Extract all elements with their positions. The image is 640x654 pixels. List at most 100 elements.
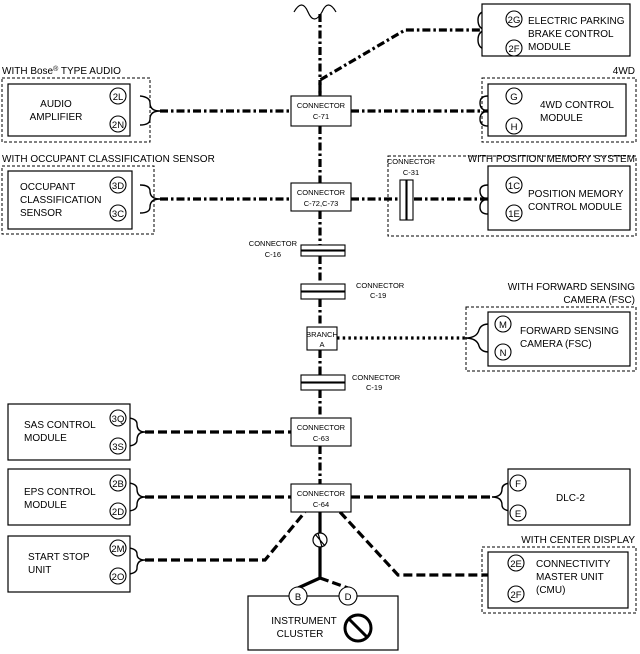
eps-pin-1: 2B — [112, 479, 124, 490]
ssu-label-2: UNIT — [28, 565, 51, 576]
pmem-pin-1: 1C — [508, 181, 520, 192]
pmem-label-2: CONTROL MODULE — [528, 202, 622, 213]
connector-c64-id: C-64 — [313, 500, 329, 509]
dlc-pin-1: F — [515, 479, 521, 490]
option-pmem-region — [387, 155, 637, 237]
option-4wd-region — [481, 77, 637, 143]
option-position-memory: WITH POSITION MEMORY SYSTEM — [468, 154, 635, 165]
connector-c31: CONNECTOR C-31 — [387, 157, 436, 221]
audio-label-2: AMPLIFIER — [30, 112, 83, 123]
connector-c16-id: C-16 — [265, 250, 281, 259]
connector-c19-upper-id: C-19 — [370, 291, 386, 300]
audio-pin-2: 2N — [112, 120, 124, 131]
option-bose: WITH Bose® TYPE AUDIO — [2, 65, 121, 78]
module-sas-control: 3Q 3S SAS CONTROL MODULE — [7, 403, 131, 461]
connector-c16-title: CONNECTOR — [249, 239, 298, 248]
cmu-label-2: MASTER UNIT — [536, 572, 604, 583]
epb-label-1: ELECTRIC PARKING — [528, 16, 625, 27]
dlc-pin-2: E — [515, 509, 521, 520]
ic-pin-1: B — [295, 592, 301, 603]
fsc-label-1: FORWARD SENSING — [520, 326, 619, 337]
ic-pin-2: D — [345, 592, 352, 603]
branch-a: BRANCH A — [306, 326, 338, 351]
connector-c71: CONNECTOR C-71 — [290, 95, 352, 127]
cmu-pin-2: 2F — [510, 590, 521, 601]
fourwd-label-2: MODULE — [540, 113, 583, 124]
option-bose-region — [1, 77, 151, 143]
connector-c19-lower-id: C-19 — [366, 383, 382, 392]
twisted-pair-icon — [312, 532, 328, 548]
ic-label-2: CLUSTER — [277, 629, 324, 640]
cmu-pin-1: 2E — [510, 559, 522, 570]
epb-pin-1: 2G — [508, 15, 521, 26]
module-forward-sensing-camera: M N FORWARD SENSING CAMERA (FSC) — [487, 311, 631, 367]
connector-c16: CONNECTOR C-16 — [249, 239, 346, 259]
fourwd-pin-1: G — [510, 92, 517, 103]
connector-c72-c73: CONNECTOR C-72,C-73 — [290, 182, 352, 212]
option-bose-suffix: TYPE AUDIO — [58, 66, 121, 77]
sas-pin-2: 3S — [112, 442, 124, 453]
ocs-label-1: OCCUPANT — [20, 182, 75, 193]
branch-a-id: A — [319, 340, 324, 349]
fourwd-label-1: 4WD CONTROL — [540, 100, 614, 111]
option-center-display: WITH CENTER DISPLAY — [521, 535, 635, 546]
option-fsc-region — [465, 306, 637, 372]
fsc-label-2: CAMERA (FSC) — [520, 339, 592, 350]
ssu-pin-2: 2O — [112, 572, 125, 583]
epb-label-2: BRAKE CONTROL — [528, 29, 614, 40]
connector-c63-id: C-63 — [313, 434, 329, 443]
module-eps-control: 2B 2D EPS CONTROL MODULE — [7, 468, 131, 526]
sas-label-2: MODULE — [24, 433, 67, 444]
option-fsc-line-2: CAMERA (FSC) — [563, 295, 635, 306]
ssu-label-1: START STOP — [28, 552, 90, 563]
module-epb: 2G 2F ELECTRIC PARKING BRAKE CONTROL MOD… — [481, 3, 631, 57]
option-occupant-classification: WITH OCCUPANT CLASSIFICATION SENSOR — [2, 154, 215, 165]
option-bose-reg: ® — [53, 65, 59, 73]
eps-label-2: MODULE — [24, 500, 67, 511]
module-instrument-cluster: B D INSTRUMENT CLUSTER — [247, 586, 399, 651]
connector-c19-upper: CONNECTOR C-19 — [300, 281, 405, 300]
connector-c31-title: CONNECTOR — [387, 157, 436, 166]
option-ocs-region — [1, 165, 155, 235]
connector-c19-upper-title: CONNECTOR — [356, 281, 405, 290]
audio-label-1: AUDIO — [40, 99, 72, 110]
epb-label-3: MODULE — [528, 42, 571, 53]
fsc-pin-1: M — [499, 320, 507, 331]
module-connectivity-master-unit: 2E 2F CONNECTIVITY MASTER UNIT (CMU) — [487, 551, 629, 609]
pmem-label-1: POSITION MEMORY — [528, 189, 624, 200]
cmu-label-1: CONNECTIVITY — [536, 559, 611, 570]
connector-c64-title: CONNECTOR — [297, 489, 346, 498]
wires — [145, 28, 492, 590]
module-4wd-control: G H 4WD CONTROL MODULE — [487, 83, 627, 137]
sas-label-1: SAS CONTROL — [24, 420, 96, 431]
connector-c64: CONNECTOR C-64 — [290, 483, 352, 513]
eps-pin-2: 2D — [112, 507, 124, 518]
module-occupant-classification-sensor: 3D 3C OCCUPANT CLASSIFICATION SENSOR — [7, 170, 133, 230]
connector-c63-title: CONNECTOR — [297, 423, 346, 432]
connector-c71-title: CONNECTOR — [297, 101, 346, 110]
option-cmu-region — [481, 546, 637, 614]
connector-c72-id: C-72,C-73 — [304, 199, 339, 208]
sas-pin-1: 3Q — [112, 414, 125, 425]
ocs-label-3: SENSOR — [20, 208, 62, 219]
fourwd-pin-2: H — [511, 122, 518, 133]
epb-pin-2: 2F — [508, 44, 519, 55]
fsc-pin-2: N — [500, 348, 507, 359]
no-symbol-icon — [343, 613, 373, 643]
dlc-label: DLC-2 — [556, 493, 585, 504]
option-bose-prefix: WITH Bose — [2, 66, 54, 77]
main-trunk — [293, 4, 337, 484]
ic-label-1: INSTRUMENT — [271, 616, 337, 627]
connector-c19-lower: CONNECTOR C-19 — [300, 373, 401, 392]
module-position-memory: 1C 1E POSITION MEMORY CONTROL MODULE — [487, 165, 631, 231]
ocs-pin-2: 3C — [112, 209, 124, 220]
wire-break-symbol — [293, 4, 337, 20]
connector-c63: CONNECTOR C-63 — [290, 417, 352, 447]
module-start-stop-unit: 2M 2O START STOP UNIT — [7, 535, 131, 593]
option-4wd: 4WD — [613, 66, 635, 77]
connector-c72-title: CONNECTOR — [297, 188, 346, 197]
connector-c31-id: C-31 — [403, 168, 419, 177]
connector-c19-lower-title: CONNECTOR — [352, 373, 401, 382]
module-dlc-2: F E DLC-2 — [507, 468, 631, 526]
